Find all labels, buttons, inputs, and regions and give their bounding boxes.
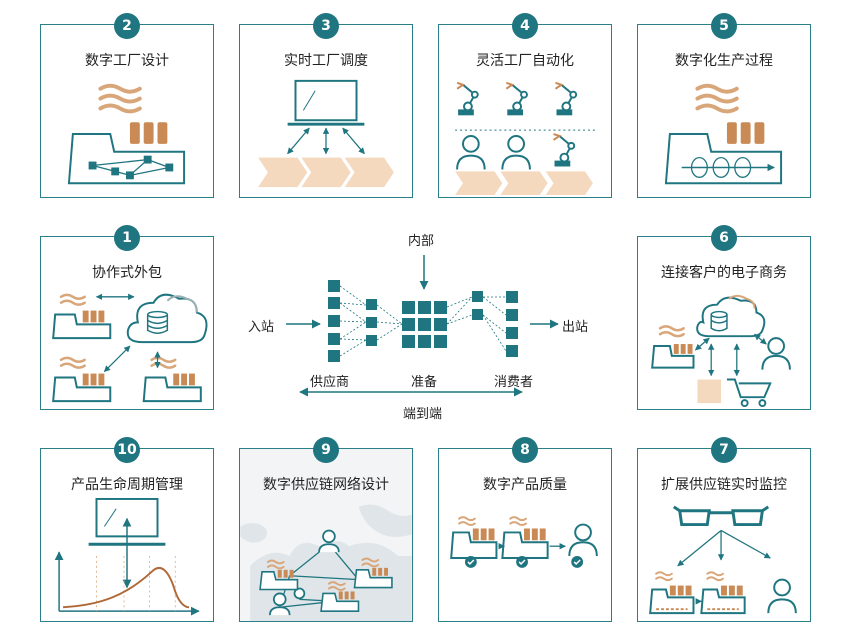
card-title: 数字产品质量	[483, 477, 567, 493]
production-process-icon	[664, 83, 783, 185]
card-digital-product-quality: 8 数字产品质量	[438, 437, 612, 622]
ecommerce-icon	[651, 294, 791, 408]
card-title: 数字工厂设计	[85, 53, 169, 69]
card-title: 协作式外包	[92, 265, 162, 281]
card-title: 扩展供应链实时监控	[661, 477, 787, 493]
hub-label-inbound: 入站	[248, 320, 275, 335]
hub-label-prepare: 准备	[411, 375, 438, 390]
hub-network-graphic	[286, 255, 559, 397]
value-chain-hub: 内部 入站 出站 供应商 准备 消费者 端到端	[240, 225, 610, 425]
card-extended-supply-monitoring: 7 扩展供应链实时监控	[637, 437, 811, 622]
step-badge: 5	[711, 13, 737, 39]
hub-label-end-to-end: 端到端	[403, 407, 443, 422]
card-digital-production: 5 数字化生产过程	[637, 13, 811, 198]
network-map-icon	[240, 504, 412, 621]
step-badge: 2	[114, 13, 140, 39]
hub-label-supplier: 供应商	[310, 375, 350, 390]
card-title: 实时工厂调度	[284, 53, 368, 69]
factory-network-icon	[67, 83, 186, 185]
card-flexible-automation: 4 灵活工厂自动化	[438, 13, 612, 198]
step-badge: 10	[114, 437, 140, 463]
lifecycle-curve-icon	[54, 497, 200, 616]
card-plm: 10 产品生命周期管理	[40, 437, 214, 622]
card-title: 连接客户的电子商务	[661, 265, 787, 281]
card-title: 数字供应链网络设计	[263, 477, 389, 493]
hub-label-consumer: 消费者	[494, 375, 534, 390]
outsourcing-cloud-icon	[51, 293, 208, 403]
monitoring-glasses-icon	[649, 505, 797, 615]
step-badge: 1	[114, 225, 140, 251]
card-realtime-scheduling: 3 实时工厂调度	[239, 13, 413, 198]
hub-label-internal: 内部	[408, 234, 435, 249]
step-badge: 9	[313, 437, 339, 463]
card-digital-factory-design: 2 数字工厂设计	[40, 13, 214, 198]
card-collaborative-outsourcing: 1 协作式外包	[40, 225, 214, 410]
card-title: 灵活工厂自动化	[476, 53, 574, 69]
card-title: 产品生命周期管理	[71, 477, 183, 493]
step-badge: 3	[313, 13, 339, 39]
step-badge: 4	[512, 13, 538, 39]
step-badge: 7	[711, 437, 737, 463]
scheduling-monitor-icon	[258, 79, 394, 188]
card-customer-ecommerce: 6 连接客户的电子商务	[637, 225, 811, 410]
card-title: 数字化生产过程	[675, 53, 773, 69]
card-supply-network-design: 9 数字供应链网络设计	[239, 437, 413, 622]
hub-label-outbound: 出站	[562, 320, 589, 335]
robot-arm-icon	[455, 81, 595, 196]
step-badge: 6	[711, 225, 737, 251]
quality-check-icon	[450, 516, 598, 569]
step-badge: 8	[512, 437, 538, 463]
